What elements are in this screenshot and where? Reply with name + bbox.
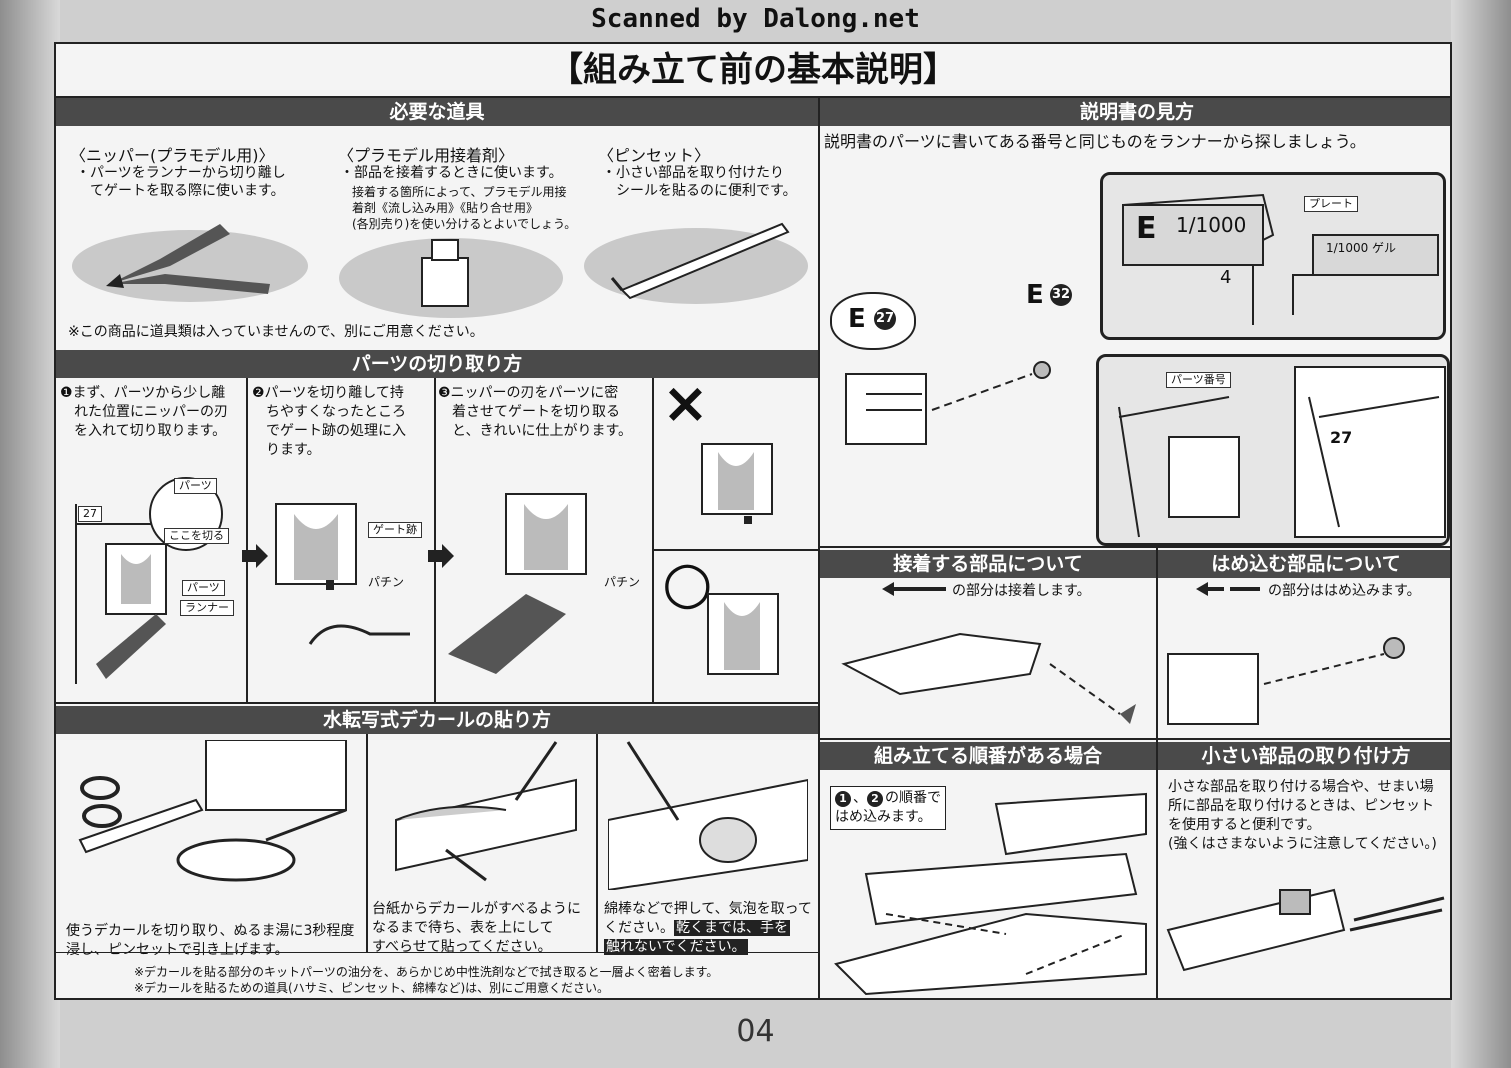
cement-desc-2: 接着する箇所によって、プラモデル用接: [352, 185, 567, 199]
cut-step-2-text: ❷パーツを切り離して持ちやすくなったところでゲート跡の処理に入ります。: [252, 385, 406, 458]
plate-part-num: 4: [1220, 267, 1232, 288]
callout-e32-num: 32: [1050, 284, 1074, 306]
glue-illustration: [840, 624, 1150, 734]
divider: [596, 734, 598, 952]
decal-note-1: ※デカールを貼る部分のキットパーツの油分を、あらかじめ中性洗剤などで拭き取ると一…: [134, 965, 719, 979]
manual-intro: 説明書のパーツに書いてある番号と同じものをランナーから探しましょう。: [824, 132, 1366, 151]
cut-step-1-illustration: [66, 464, 241, 694]
label-snap-2: パチン: [604, 575, 641, 589]
small-parts-illustration: [1164, 870, 1450, 990]
divider: [56, 702, 818, 704]
decal-header: 水転写式デカールの貼り方: [56, 706, 818, 734]
small-parts-text: 小さな部品を取り付ける場合や、せまい場所に部品を取り付けるときは、ピンセットを使…: [1168, 779, 1437, 852]
decal-slide-illustration: [386, 740, 586, 890]
nipper-desc-2: てゲートを取る際に使います。: [90, 183, 285, 199]
glue-header: 接着する部品について: [820, 550, 1156, 578]
divider: [820, 738, 1450, 740]
plate-zoom-panel: [1100, 172, 1446, 340]
decal-step-2-text: 台紙からデカールがすべるようになるまで待ち、表を上にしてすべらせて貼ってください…: [372, 901, 582, 955]
cement-desc-1: ・部品を接着するときに使います。: [340, 165, 563, 181]
page-title: 【組み立て前の基本説明】: [549, 50, 957, 90]
cement-desc-3: 着剤《流し込み用》《貼り合せ用》: [352, 201, 539, 215]
divider: [366, 734, 368, 952]
fit-legend: の部分ははめ込みます。: [1268, 583, 1421, 599]
tweezers-title: 〈ピンセット〉: [598, 146, 711, 165]
divider: [652, 378, 654, 702]
label-gate-mark: ゲート跡: [368, 522, 422, 538]
manual-header: 説明書の見方: [820, 98, 1450, 126]
tools-note: ※この商品に道具類は入っていませんので、別にご用意ください。: [68, 324, 484, 340]
decal-step-3-text: 綿棒などで押して、気泡を取って ください。乾くまでは、手を 触れないでください。: [604, 901, 812, 955]
nipper-desc-1: ・パーツをランナーから切り離し: [76, 165, 286, 181]
divider: [56, 952, 818, 953]
plate-scale: 1/1000: [1176, 213, 1247, 237]
fit-header: はめ込む部品について: [1158, 550, 1450, 578]
callout-e27: [830, 292, 916, 350]
cut-step-3-illustration: [446, 484, 646, 694]
decal-note-2: ※デカールを貼るための道具(ハサミ、ピンセット、綿棒など)は、別にご用意ください…: [134, 981, 609, 995]
nipper-illustration: [70, 214, 310, 334]
cement-title: 〈プラモデル用接着剤〉: [338, 146, 515, 165]
divider: [652, 549, 818, 551]
divider: [1156, 548, 1158, 998]
label-parts-2: パーツ: [182, 580, 225, 596]
order-illustration: [826, 774, 1152, 998]
plate-letter: E: [1136, 211, 1157, 246]
callout-e27-letter: E: [848, 304, 866, 334]
label-part-no: 27: [78, 506, 102, 522]
page-number: 04: [736, 1014, 775, 1049]
decal-caution-2: 触れないでください。: [604, 939, 748, 955]
label-cut-here: ここを切る: [164, 528, 229, 544]
cutting-header: パーツの切り取り方: [56, 350, 818, 378]
decal-press-illustration: [608, 740, 808, 890]
cut-step-3-text: ❸ニッパーの刃をパーツに密着させてゲートを切り取ると、きれいに仕上がります。: [438, 385, 633, 439]
scan-border-right: [1451, 0, 1511, 1068]
tools-header: 必要な道具: [56, 98, 818, 126]
divider: [434, 378, 436, 702]
label-parts: パーツ: [174, 478, 217, 494]
cut-step-1-text: ❶まず、パーツから少し離れた位置にニッパーの刃を入れて切り取ります。: [60, 385, 228, 439]
label-part-no: パーツ番号: [1166, 372, 1231, 388]
instruction-page: 【組み立て前の基本説明】 必要な道具 〈ニッパー(プラモデル用)〉 ・パーツをラ…: [54, 42, 1452, 1000]
fit-arrow-icon: [1196, 582, 1260, 596]
cut-step-2-illustration: [270, 484, 430, 684]
tweezers-illustration: [582, 220, 810, 320]
scan-border-left: [0, 0, 60, 1068]
watermark: Scanned by Dalong.net: [591, 4, 920, 34]
callout-e27-num: 27: [874, 308, 898, 330]
wrong-result-illustration: [696, 424, 806, 534]
right-mark-icon: ○: [662, 548, 713, 616]
divider: [820, 546, 1450, 548]
part-num-27: 27: [1330, 428, 1353, 447]
plate-text-2: 1/1000 ゲル: [1326, 241, 1397, 255]
divider: [56, 96, 1450, 98]
label-snap-1: パチン: [368, 575, 405, 589]
right-result-illustration: [702, 584, 802, 694]
callout-e32-letter: E: [1026, 280, 1044, 310]
fit-illustration: [1164, 624, 1450, 734]
glue-arrow-icon: [882, 582, 946, 596]
small-parts-header: 小さい部品の取り付け方: [1158, 742, 1450, 770]
decal-caution-1: 乾くまでは、手を: [674, 920, 790, 936]
part-number-zoom-panel: [1096, 354, 1450, 546]
wrong-mark-icon: ×: [662, 371, 709, 436]
label-plate: プレート: [1304, 196, 1358, 212]
manual-part-illustration: [842, 354, 1102, 454]
label-runner: ランナー: [180, 600, 234, 616]
order-header: 組み立てる順番がある場合: [820, 742, 1156, 770]
divider: [246, 378, 248, 702]
tweezers-desc-2: シールを貼るのに便利です。: [616, 183, 797, 199]
decal-step-1-text: 使うデカールを切り取り、ぬるま湯に3秒程度浸し、ピンセットで引き上げます。: [66, 923, 355, 958]
decal-cut-soak-illustration: [76, 740, 356, 890]
divider: [818, 96, 820, 998]
arrow-right-icon: [428, 544, 454, 568]
tweezers-desc-1: ・小さい部品を取り付けたり: [602, 165, 784, 181]
arrow-right-icon: [242, 544, 268, 568]
nipper-title: 〈ニッパー(プラモデル用)〉: [70, 146, 275, 165]
cement-desc-4: (各別売り)を使い分けるとよいでしょう。: [352, 217, 577, 231]
cement-bottle-illustration: [336, 228, 566, 328]
glue-legend: の部分は接着します。: [952, 583, 1091, 599]
